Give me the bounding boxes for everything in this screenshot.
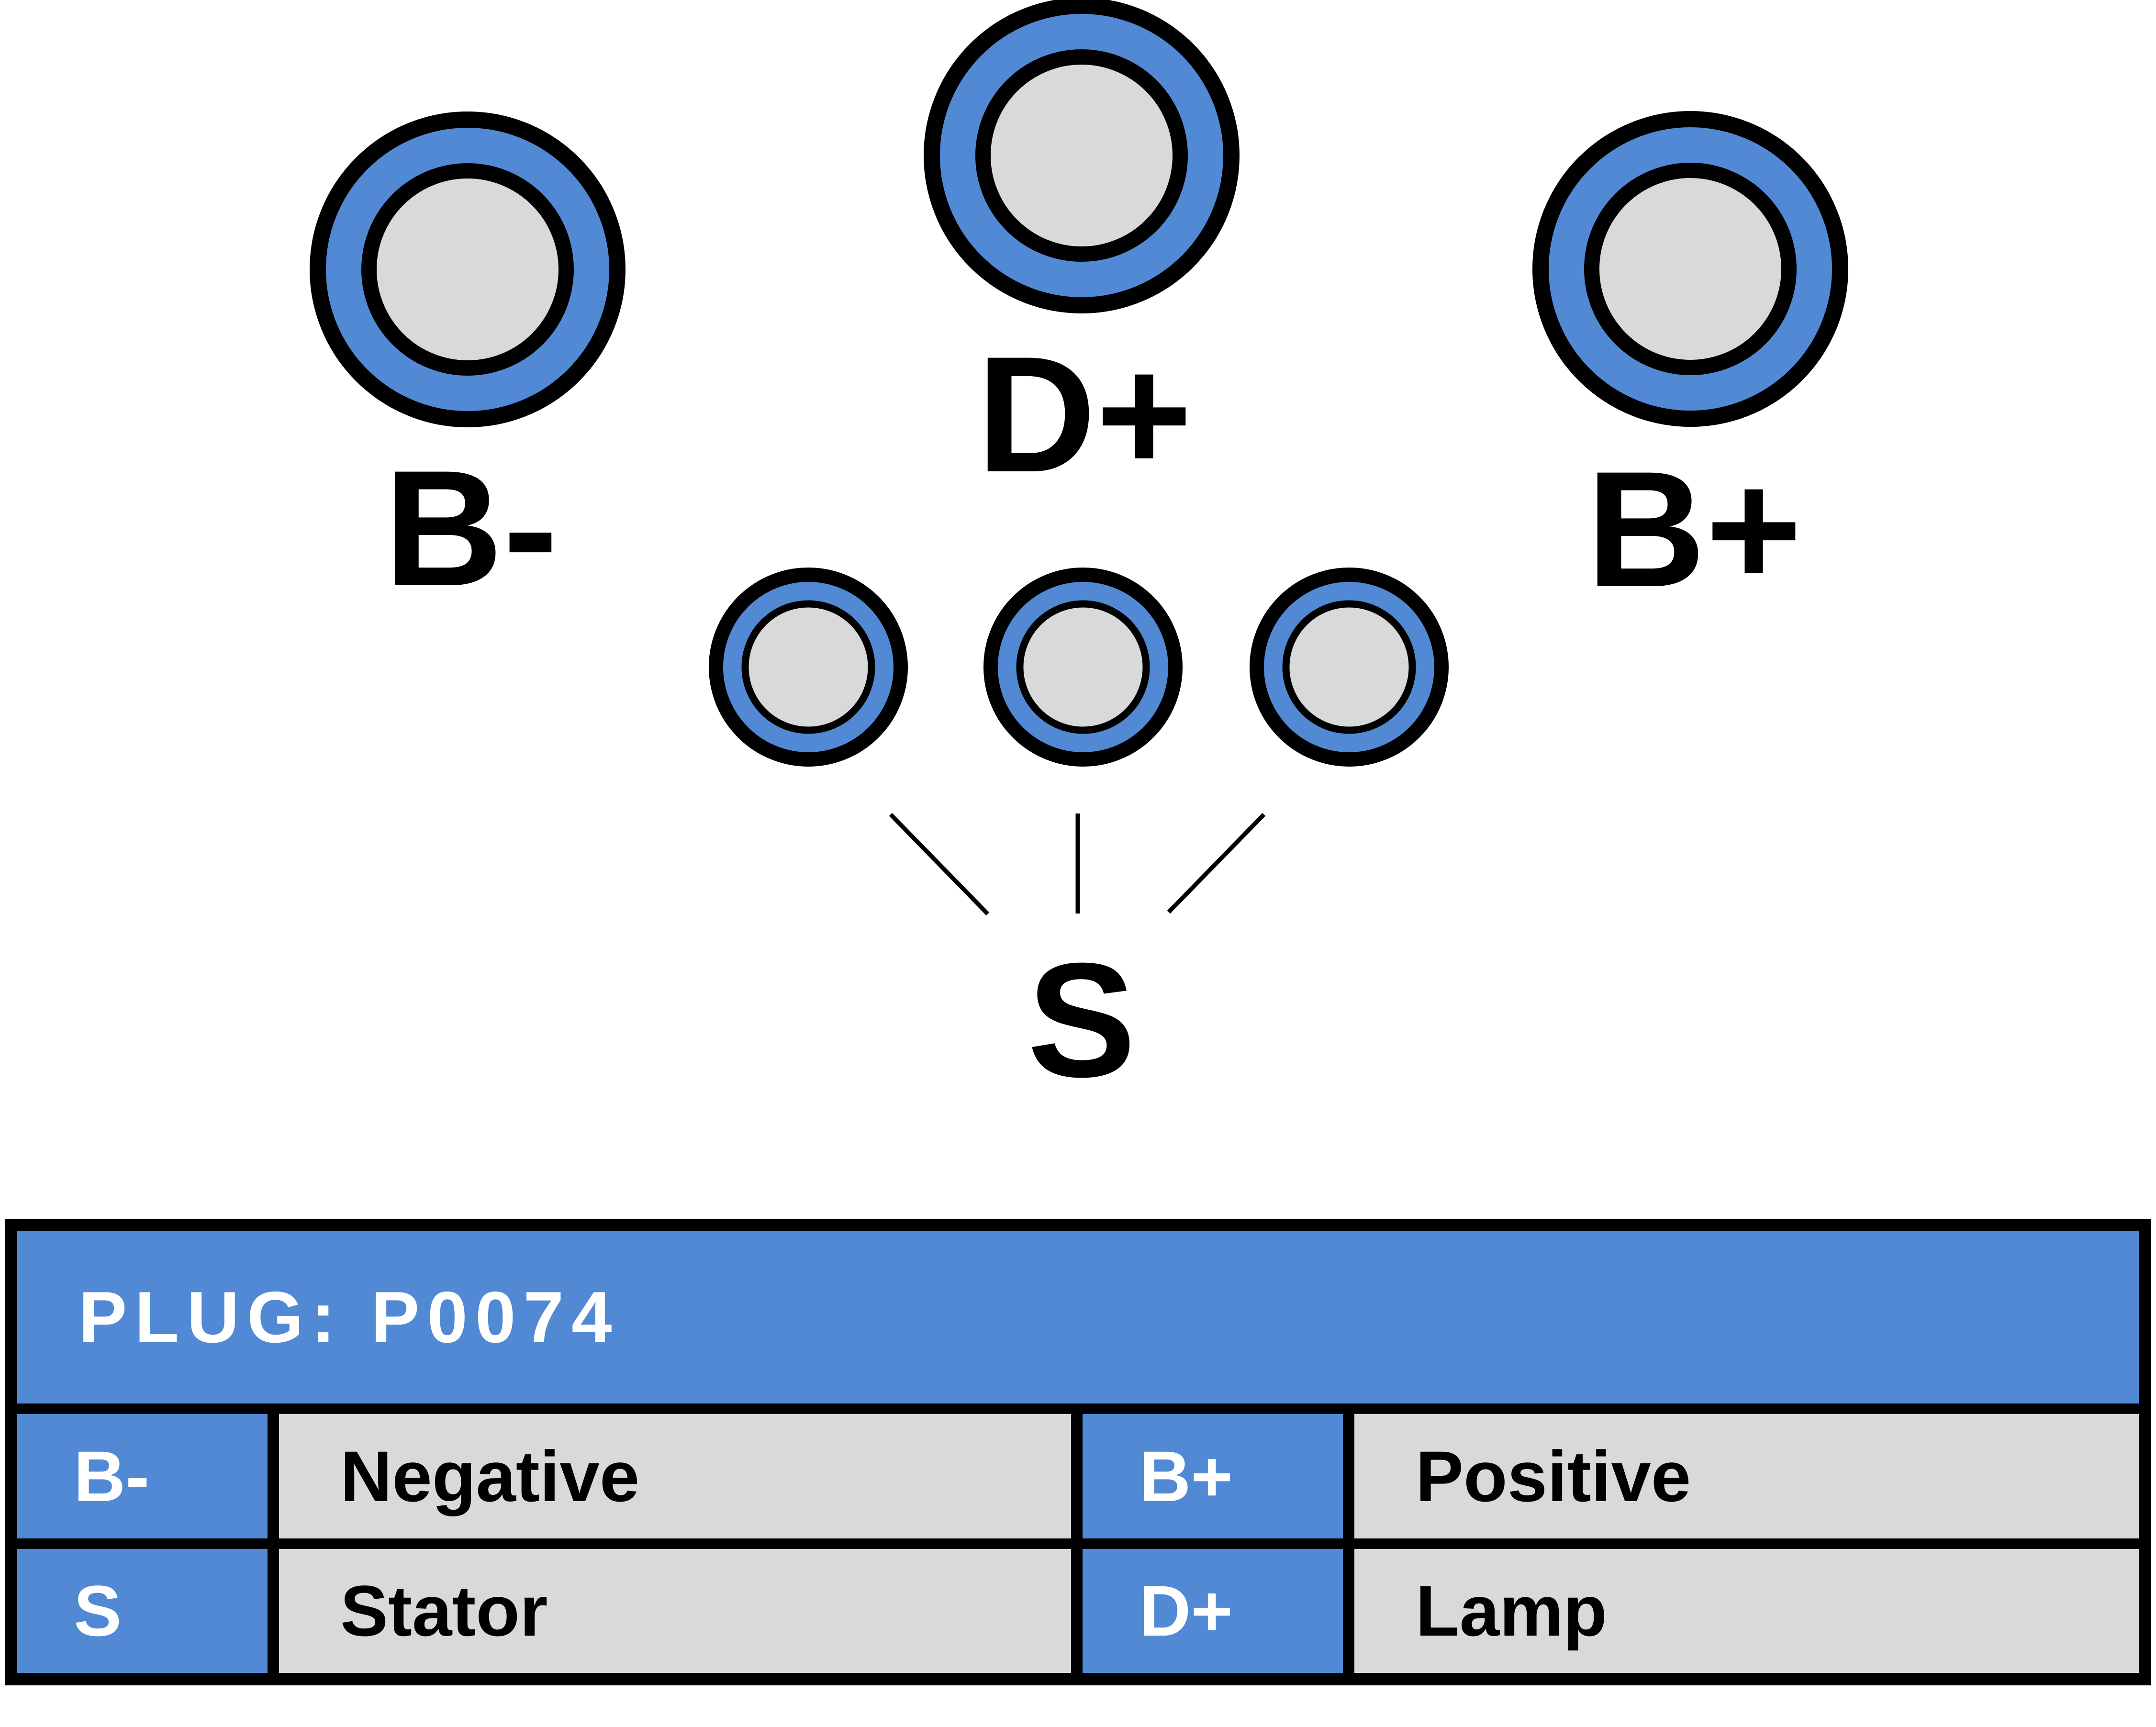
table-row: S Stator D+ Lamp <box>17 1549 2139 1673</box>
key-cell-b-plus: B+ <box>1083 1414 1343 1538</box>
value-label: Positive <box>1416 1436 1691 1516</box>
terminal-b-minus-label: B- <box>384 436 558 621</box>
plug-title: PLUG: P0074 <box>78 1276 620 1358</box>
key-cell-s: S <box>17 1549 268 1673</box>
terminal-b-minus-icon <box>310 111 626 427</box>
value-label: Lamp <box>1416 1571 1608 1651</box>
stator-terminal-1-icon <box>709 568 908 767</box>
plug-legend-table: PLUG: P0074 B- Negative B+ Positive S St… <box>5 1219 2151 1685</box>
terminal-b-plus-icon <box>1532 111 1848 427</box>
stator-terminal-3-icon <box>1250 568 1449 767</box>
value-label: Negative <box>340 1436 640 1516</box>
connector-diagram: B- D+ B+ S <box>310 0 1848 1111</box>
stator-terminal-2-icon <box>983 568 1183 767</box>
value-label: Stator <box>340 1571 548 1651</box>
key-cell-b-minus: B- <box>17 1414 268 1538</box>
value-cell-positive: Positive <box>1354 1414 2139 1538</box>
key-label: S <box>74 1571 122 1651</box>
terminal-d-plus-icon <box>924 0 1240 313</box>
key-cell-d-plus: D+ <box>1083 1549 1343 1673</box>
table-row: B- Negative B+ Positive <box>17 1414 2139 1538</box>
value-cell-stator: Stator <box>279 1549 1071 1673</box>
key-label: D+ <box>1139 1571 1233 1651</box>
value-cell-negative: Negative <box>279 1414 1071 1538</box>
plug-table-header: PLUG: P0074 <box>17 1231 2139 1404</box>
key-label: B+ <box>1139 1436 1233 1516</box>
stator-group-label: S <box>1028 929 1136 1111</box>
stator-leader-lines <box>889 813 1266 916</box>
terminal-d-plus-label: D+ <box>977 323 1193 507</box>
value-cell-lamp: Lamp <box>1354 1549 2139 1673</box>
terminal-b-plus-label: B+ <box>1586 437 1802 622</box>
key-label: B- <box>74 1436 150 1516</box>
